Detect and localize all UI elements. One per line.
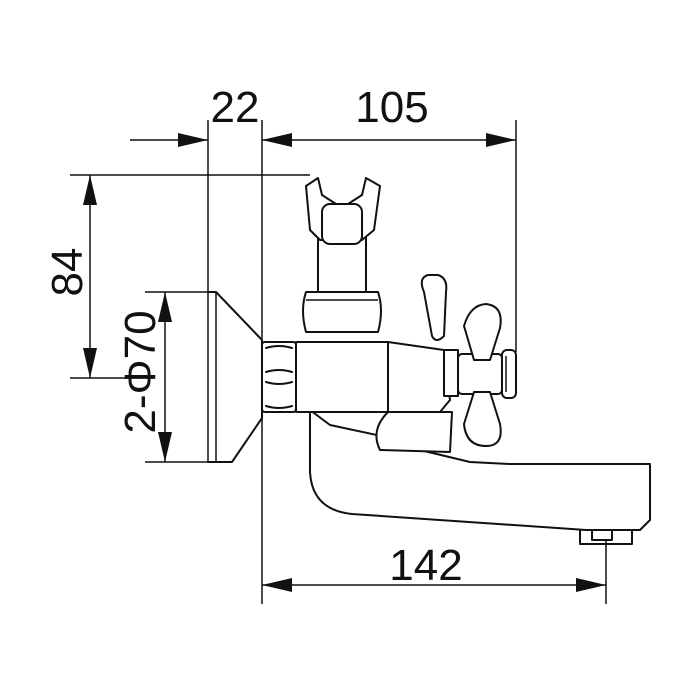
handle-arm-back[interactable]	[420, 274, 448, 341]
arrow-105-right	[486, 133, 516, 147]
dimension-22: 22	[130, 83, 300, 462]
arrow-84-top	[83, 175, 97, 205]
dimension-label-22: 22	[211, 83, 260, 132]
dimension-label-105: 105	[355, 83, 428, 132]
arrow-22-left	[178, 133, 208, 147]
dimension-142: 142	[261, 412, 607, 604]
body-lower-curve	[375, 411, 453, 453]
aerator-tip	[591, 529, 613, 541]
shower-holder-assembly	[302, 177, 382, 333]
arrow-22-right	[262, 133, 292, 147]
valve-bonnet	[443, 349, 459, 397]
arrow-142-right	[576, 578, 606, 592]
connection-nut	[261, 341, 297, 413]
nut-body	[261, 341, 297, 413]
arrow-84-bottom	[83, 348, 97, 378]
nut-facets	[265, 345, 293, 409]
cross-handles[interactable]	[420, 274, 502, 447]
diverter-collar	[302, 291, 382, 333]
body-right-section	[387, 341, 451, 413]
holder-swivel	[321, 203, 363, 245]
dimension-label-84: 84	[43, 248, 92, 297]
mixer-body	[295, 341, 517, 453]
dimension-label-2-phi70: 2-Φ70	[116, 310, 165, 433]
handle-arm-top[interactable]	[463, 303, 502, 361]
dimension-2-phi70: 2-Φ70	[116, 291, 216, 463]
arrow-phi70-top	[158, 292, 172, 322]
dimension-105: 105	[300, 83, 517, 352]
handle-cap	[501, 349, 517, 399]
arrow-142-left	[262, 578, 292, 592]
body-left-section	[295, 341, 389, 413]
handle-arm-bottom[interactable]	[463, 391, 502, 447]
dimension-84: 84	[43, 174, 310, 379]
arrow-phi70-bottom	[158, 432, 172, 462]
wall-escutcheon	[207, 291, 263, 463]
dimension-label-142: 142	[389, 541, 462, 590]
